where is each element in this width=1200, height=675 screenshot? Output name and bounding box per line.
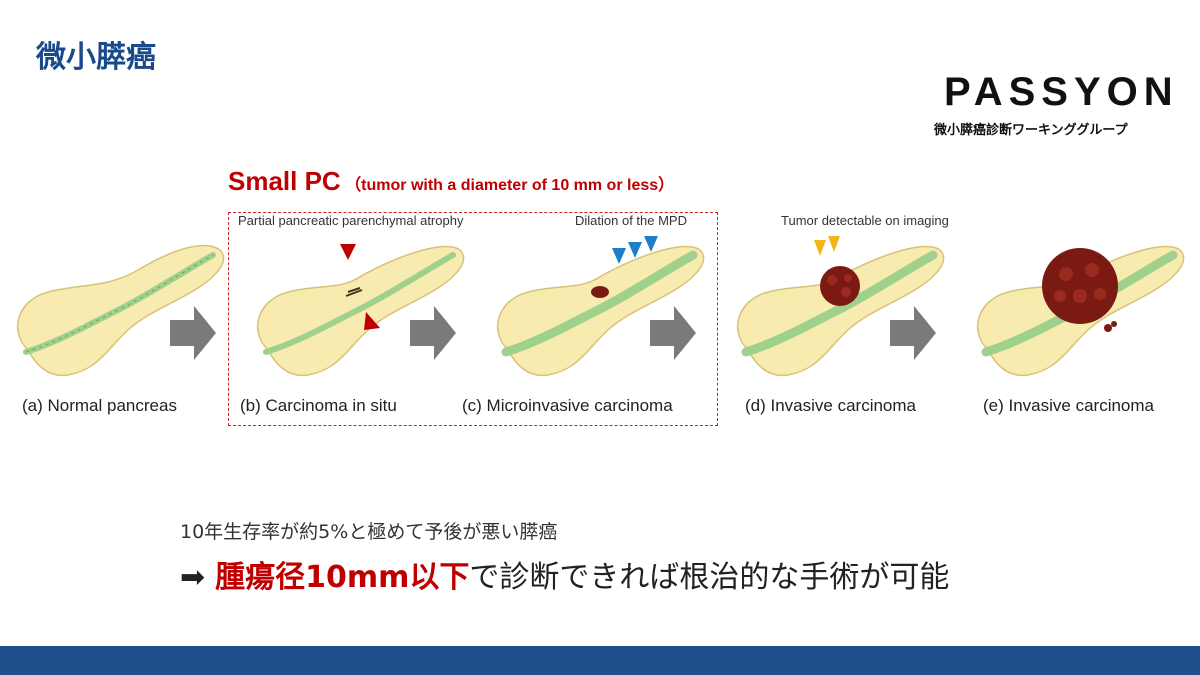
pancreas-illustration-invasive-d xyxy=(737,236,945,377)
small-pc-dashed-box xyxy=(228,212,718,426)
conclusion-rest: で診断できれば根治的な手術が可能 xyxy=(469,560,950,595)
annotation-atrophy: Partial pancreatic parenchymal atrophy xyxy=(238,213,464,228)
pancreas-illustration-normal xyxy=(17,244,225,377)
small-pc-heading: Small PC （tumor with a diameter of 10 mm… xyxy=(228,166,674,197)
annotation-mpd: Dilation of the MPD xyxy=(575,213,687,228)
passyon-logo: PASSYON xyxy=(944,70,1179,114)
page-title: 微小膵癌 xyxy=(36,40,156,75)
prognosis-note: 10年生存率が約5%と極めて予後が悪い膵癌 xyxy=(180,521,558,543)
stage-label-c: (c) Microinvasive carcinoma xyxy=(462,396,673,415)
progression-arrow-2 xyxy=(410,306,456,360)
stage-label-b: (b) Carcinoma in situ xyxy=(240,396,397,415)
conclusion-highlight: 腫瘍径10mm以下 xyxy=(215,560,470,595)
stage-label-e: (e) Invasive carcinoma xyxy=(983,396,1155,415)
progression-arrow-4 xyxy=(890,306,936,360)
small-pc-title: Small PC xyxy=(228,166,341,196)
pancreas-illustration-in-situ xyxy=(257,244,465,377)
right-arrow-icon: ➡ xyxy=(180,560,206,595)
logo-subtitle: 微小膵癌診断ワーキンググループ xyxy=(934,123,1128,138)
progression-arrow-1 xyxy=(170,306,216,360)
small-pc-subtitle: （tumor with a diameter of 10 mm or less） xyxy=(345,177,675,194)
footer-bar xyxy=(0,646,1200,675)
pancreas-illustration-microinvasive xyxy=(497,236,705,377)
annotation-tumor: Tumor detectable on imaging xyxy=(781,213,949,228)
progression-arrow-3 xyxy=(650,306,696,360)
conclusion-text: ➡ 腫瘍径10mm以下で診断できれば根治的な手術が可能 xyxy=(180,552,949,596)
pancreas-illustration-invasive-e xyxy=(977,245,1185,377)
stage-label-a: (a) Normal pancreas xyxy=(22,396,177,415)
stage-label-d: (d) Invasive carcinoma xyxy=(745,396,917,415)
